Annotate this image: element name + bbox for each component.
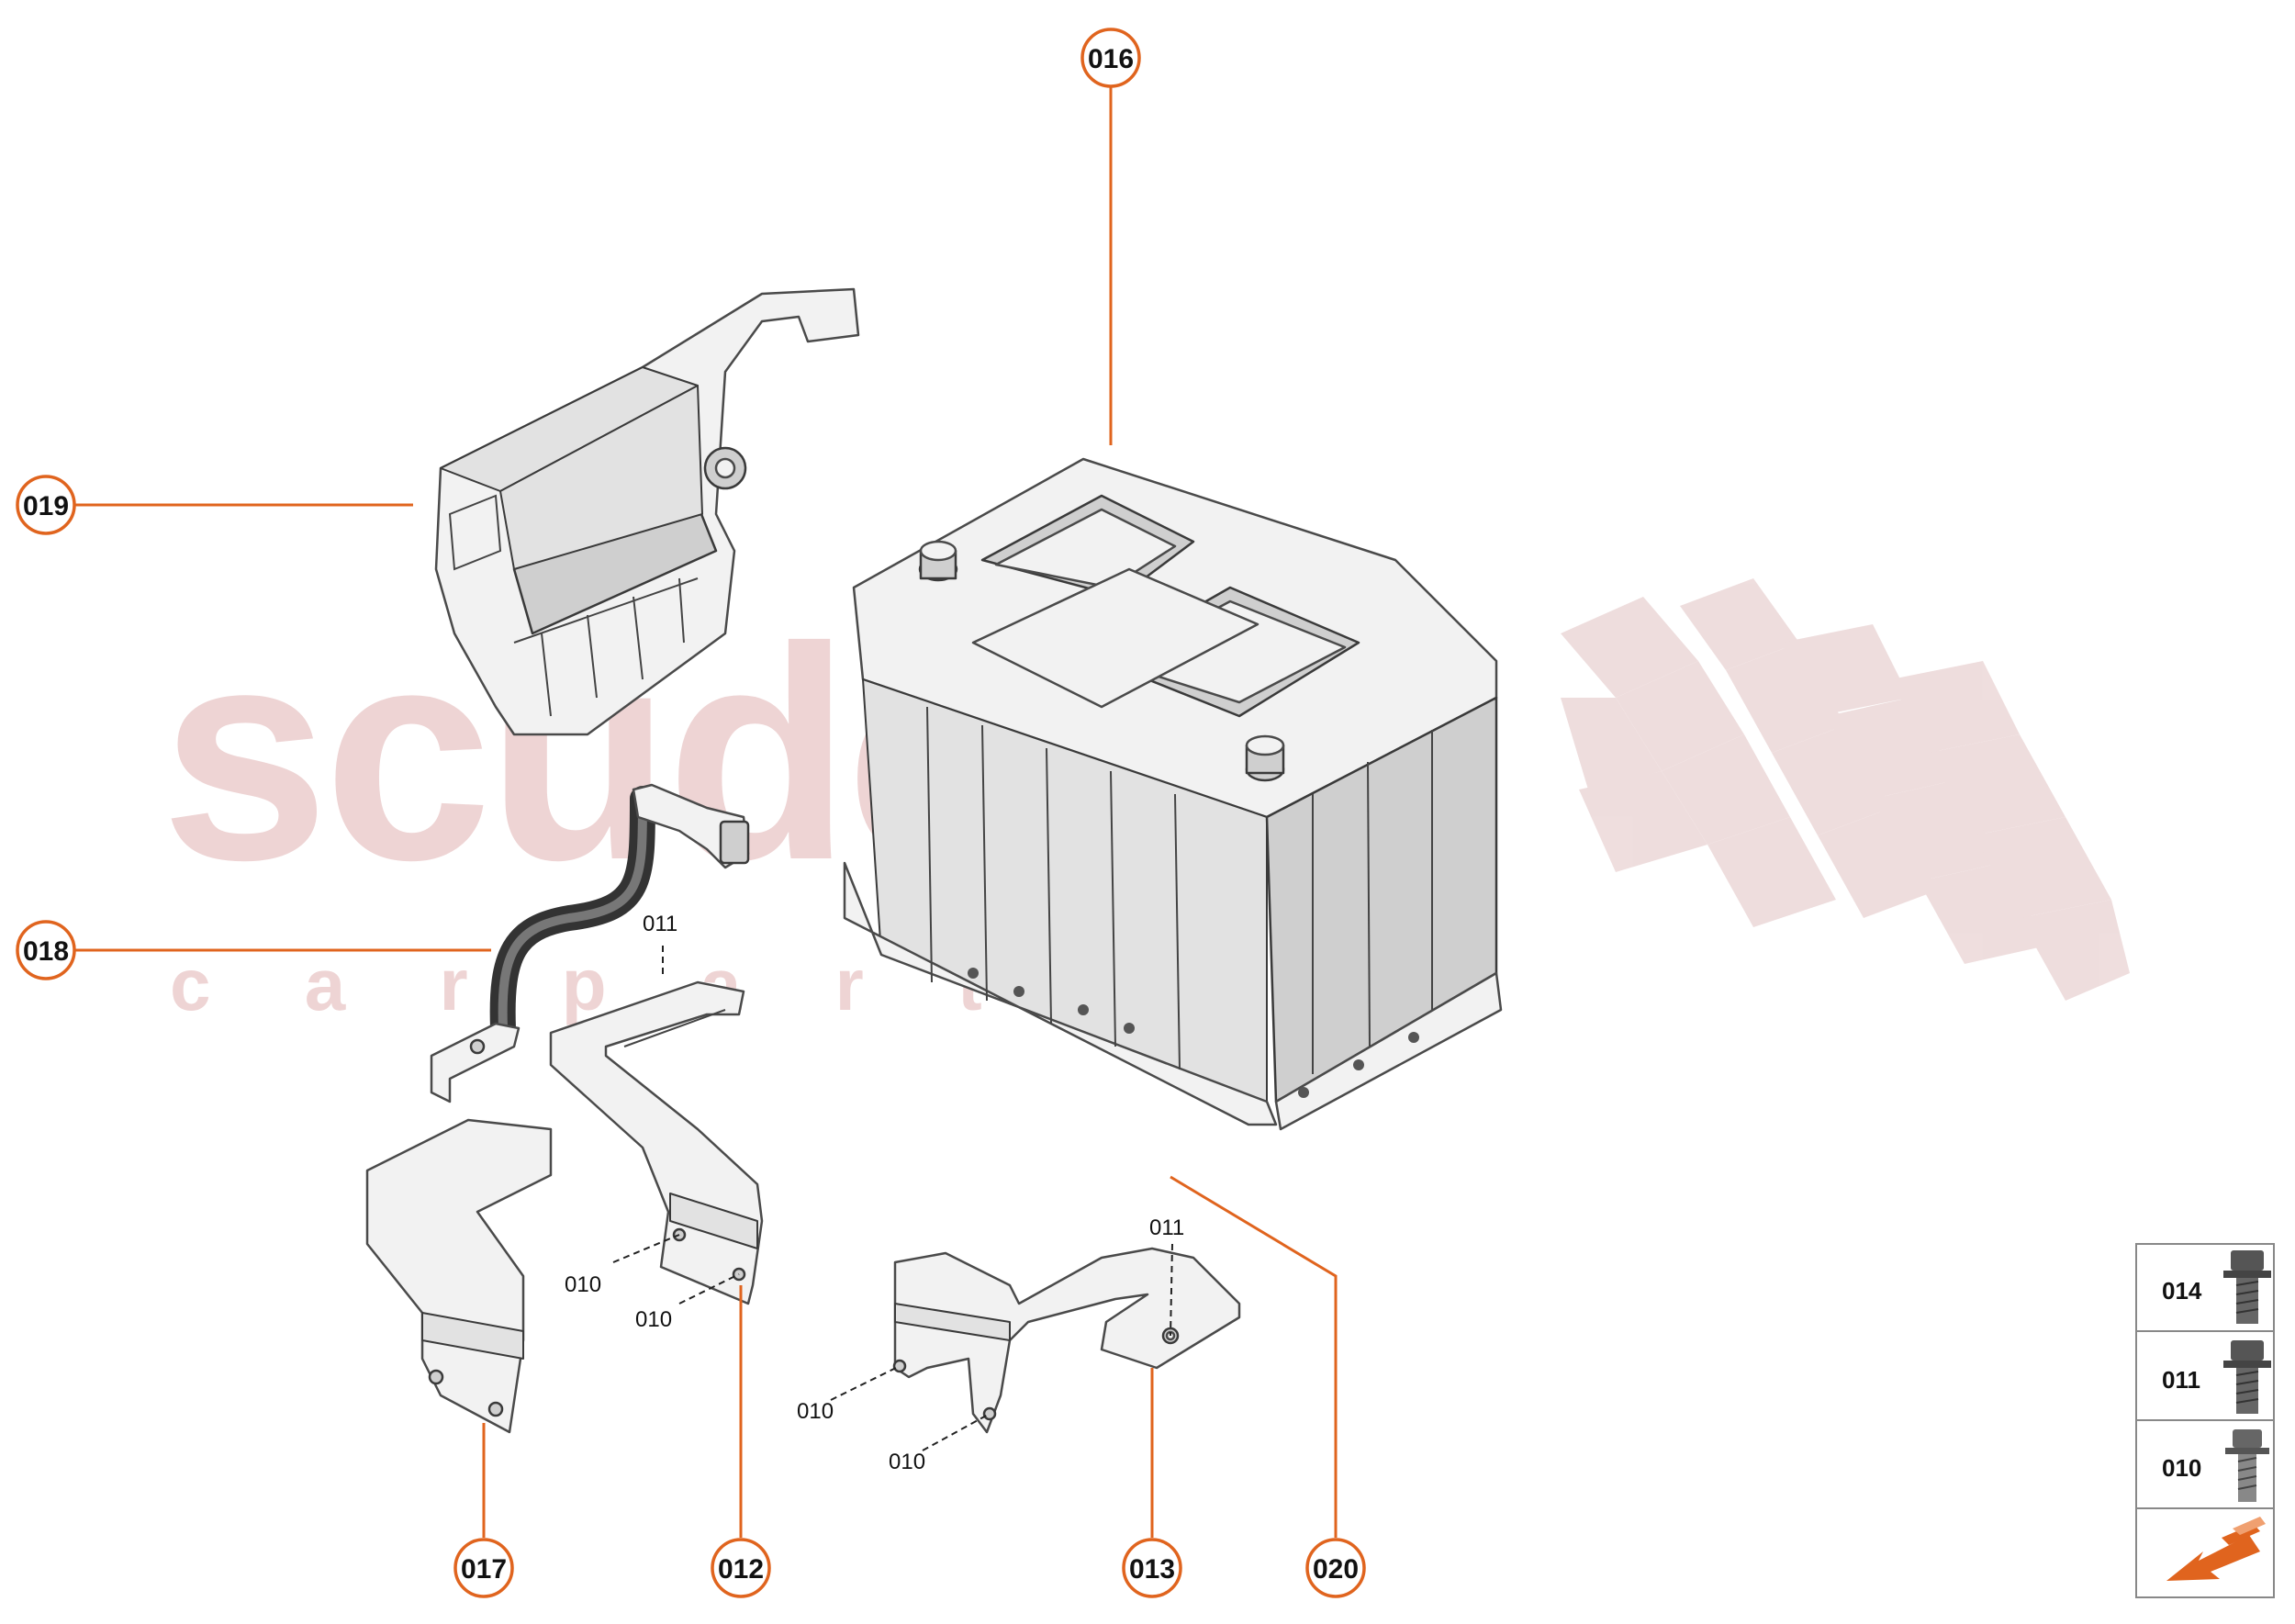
svg-text:014: 014: [2162, 1277, 2202, 1305]
legend-item-011[interactable]: 011: [2162, 1340, 2271, 1414]
orange-arrow-icon[interactable]: [2166, 1517, 2266, 1581]
part-019-fuse-carrier: [434, 287, 860, 736]
callout-013[interactable]: 013: [1122, 1538, 1182, 1598]
bolt-icon: [2225, 1429, 2269, 1502]
callout-016[interactable]: 016: [1080, 28, 1141, 88]
part-017-bracket: [365, 1118, 553, 1434]
callout-012[interactable]: 012: [711, 1538, 771, 1598]
label-011-lower: 011: [1149, 1215, 1184, 1240]
part-018-battery-cable: [430, 783, 750, 1103]
bolt-icon: [2223, 1340, 2271, 1414]
svg-text:013: 013: [1129, 1554, 1175, 1585]
callout-019[interactable]: 019: [16, 475, 76, 535]
svg-text:019: 019: [23, 491, 69, 521]
part-016-battery: [843, 457, 1503, 1131]
label-011-upper: 011: [643, 912, 677, 936]
callout-018[interactable]: 018: [16, 920, 76, 980]
label-010-b: 010: [635, 1307, 672, 1332]
bolt-icon: [2223, 1250, 2271, 1324]
label-010-c: 010: [797, 1399, 834, 1424]
svg-text:017: 017: [461, 1554, 507, 1585]
svg-text:016: 016: [1088, 44, 1134, 74]
fastener-legend: 014 011 010: [2135, 1243, 2275, 1598]
svg-text:011: 011: [2162, 1366, 2200, 1394]
svg-text:012: 012: [718, 1554, 764, 1585]
svg-text:018: 018: [23, 936, 69, 967]
legend-item-014[interactable]: 014: [2162, 1250, 2271, 1324]
part-013-bracket: [892, 1247, 1241, 1434]
legend-item-010[interactable]: 010: [2162, 1429, 2269, 1502]
callout-020[interactable]: 020: [1305, 1538, 1366, 1598]
callout-017[interactable]: 017: [453, 1538, 514, 1598]
label-010-d: 010: [889, 1450, 925, 1474]
part-012-bracket: [549, 980, 764, 1305]
label-010-a: 010: [565, 1272, 601, 1297]
svg-text:010: 010: [2162, 1454, 2201, 1482]
callout-leaders: [75, 87, 1338, 1538]
svg-text:020: 020: [1313, 1554, 1359, 1585]
checkered-flag-watermark: [1561, 578, 2130, 1001]
bolt-dashed-lines: [612, 946, 1173, 1451]
